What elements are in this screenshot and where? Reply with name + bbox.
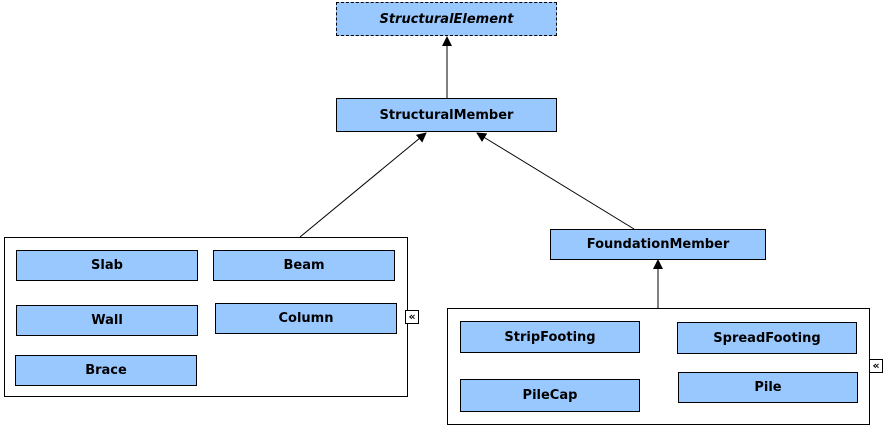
class-column[interactable]: Column (215, 303, 397, 334)
class-label: StructuralElement (379, 11, 514, 27)
class-label: StripFooting (504, 329, 596, 345)
class-label: Wall (91, 313, 123, 328)
class-label: StructuralMember (379, 107, 514, 123)
class-structural-element[interactable]: StructuralElement (336, 2, 557, 36)
class-slab[interactable]: Slab (16, 250, 198, 281)
class-label: Beam (283, 258, 325, 273)
collapse-superstructure-group-icon[interactable]: « (405, 310, 419, 324)
class-label: Column (278, 311, 334, 326)
class-label: Pile (754, 380, 782, 395)
class-label: Slab (91, 258, 123, 273)
class-beam[interactable]: Beam (213, 250, 395, 281)
class-label: Brace (85, 363, 127, 378)
class-pile-cap[interactable]: PileCap (460, 379, 640, 412)
collapse-footing-group-icon[interactable]: « (869, 359, 883, 373)
class-foundation-member[interactable]: FoundationMember (550, 229, 766, 260)
class-strip-footing[interactable]: StripFooting (460, 321, 640, 353)
class-wall[interactable]: Wall (16, 305, 198, 336)
class-label: FoundationMember (586, 237, 730, 252)
class-label: SpreadFooting (713, 330, 821, 346)
edge-superstructure-group-to-member (299, 132, 427, 238)
class-pile[interactable]: Pile (678, 372, 858, 403)
footing-group[interactable]: StripFooting SpreadFooting PileCap Pile (447, 308, 870, 425)
class-structural-member[interactable]: StructuralMember (336, 98, 557, 132)
superstructure-group[interactable]: Slab Beam Wall Column Brace (4, 237, 408, 397)
class-spread-footing[interactable]: SpreadFooting (677, 322, 857, 354)
class-brace[interactable]: Brace (15, 355, 197, 386)
class-label: PileCap (522, 388, 578, 403)
edge-foundation-to-member (476, 132, 635, 230)
